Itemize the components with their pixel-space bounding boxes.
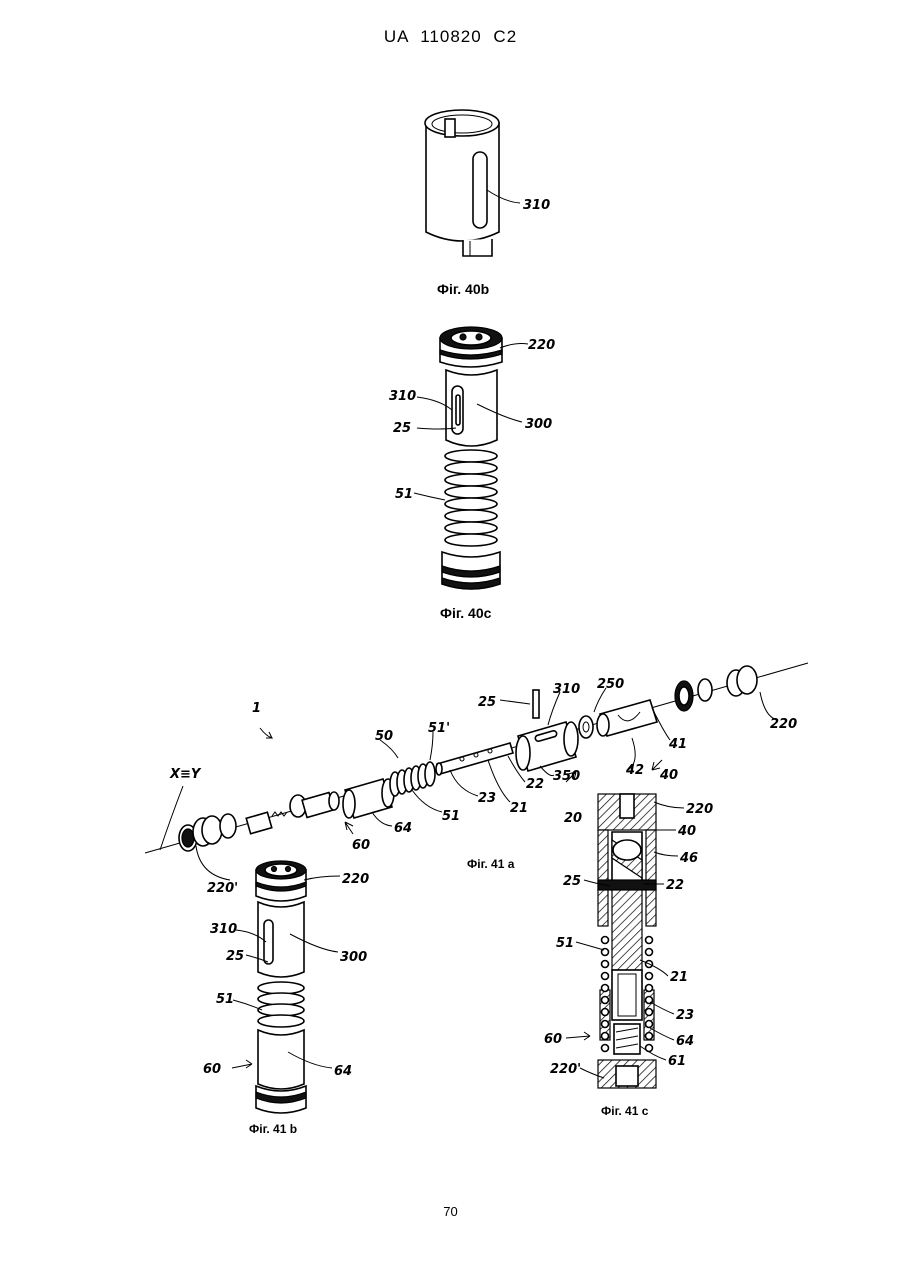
fig40c-label-310: 310 <box>389 389 416 404</box>
fig41b-label-25: 25 <box>226 949 244 964</box>
fig40c-label-25: 25 <box>393 421 411 436</box>
fig41a-label-310: 310 <box>553 682 580 697</box>
fig41a-label-51prime: 51' <box>428 721 450 736</box>
fig41c-label-21: 21 <box>670 970 688 985</box>
fig40c-assembly <box>414 327 528 589</box>
fig40c-label-300: 300 <box>525 417 552 432</box>
fig41b-label-310: 310 <box>210 922 237 937</box>
fig40b-caption: Фіг. 40b <box>437 281 489 297</box>
fig40c-caption: Фіг. 40c <box>440 605 491 621</box>
fig41a-caption: Фіг. 41 a <box>467 857 514 871</box>
fig41c-label-51: 51 <box>556 936 574 951</box>
fig41b-caption: Фіг. 41 b <box>249 1122 297 1136</box>
fig41c-label-220prime: 220' <box>550 1062 581 1077</box>
fig41a-label-250: 250 <box>597 677 624 692</box>
fig40b-label-310: 310 <box>523 198 550 213</box>
page-number: 70 <box>0 1204 901 1219</box>
fig40b-sleeve <box>425 110 520 256</box>
fig41c-label-46: 46 <box>679 851 698 866</box>
fig41c-section <box>566 794 684 1088</box>
fig41a-label-1: 1 <box>252 701 261 716</box>
fig41a-label-64: 64 <box>394 821 412 836</box>
fig41a-label-60: 60 <box>352 838 370 853</box>
fig41a-label-25: 25 <box>478 695 496 710</box>
fig41c-label-64: 64 <box>676 1034 694 1049</box>
fig40c-label-220: 220 <box>528 338 555 353</box>
fig41a-label-21: 21 <box>510 801 528 816</box>
fig41a-label-220: 220 <box>770 717 797 732</box>
fig41a-label-20: 20 <box>564 811 582 826</box>
fig41b-label-51: 51 <box>216 992 234 1007</box>
fig41b-assembly <box>232 861 340 1113</box>
fig41c-label-61: 61 <box>668 1054 686 1069</box>
fig40c-label-51: 51 <box>395 487 413 502</box>
fig41c-label-220: 220 <box>686 802 713 817</box>
fig41a-label-220prime: 220' <box>207 881 238 896</box>
fig41c-label-40: 40 <box>677 824 696 839</box>
fig41a-label-axis: X≡Y <box>169 767 202 782</box>
fig41a-label-22: 22 <box>526 777 544 792</box>
fig41c-label-23: 23 <box>676 1008 694 1023</box>
fig41c-label-25: 25 <box>563 874 581 889</box>
fig41b-label-220: 220 <box>342 872 369 887</box>
fig41c-caption: Фіг. 41 c <box>601 1104 648 1118</box>
fig41c-label-22: 22 <box>666 878 684 893</box>
fig41c-label-60: 60 <box>544 1032 562 1047</box>
fig41a-label-40: 40 <box>659 768 678 783</box>
fig41a-label-51: 51 <box>442 809 460 824</box>
fig41a-label-42: 42 <box>625 763 644 778</box>
fig41a-label-23: 23 <box>478 791 496 806</box>
fig41b-label-300: 300 <box>340 950 367 965</box>
fig41a-label-50: 50 <box>375 729 393 744</box>
fig41a-label-41: 41 <box>668 737 687 752</box>
fig41b-label-64: 64 <box>334 1064 352 1079</box>
fig41a-exploded <box>145 663 808 880</box>
fig41a-label-350: 350 <box>553 769 580 784</box>
fig41b-label-60: 60 <box>203 1062 221 1077</box>
